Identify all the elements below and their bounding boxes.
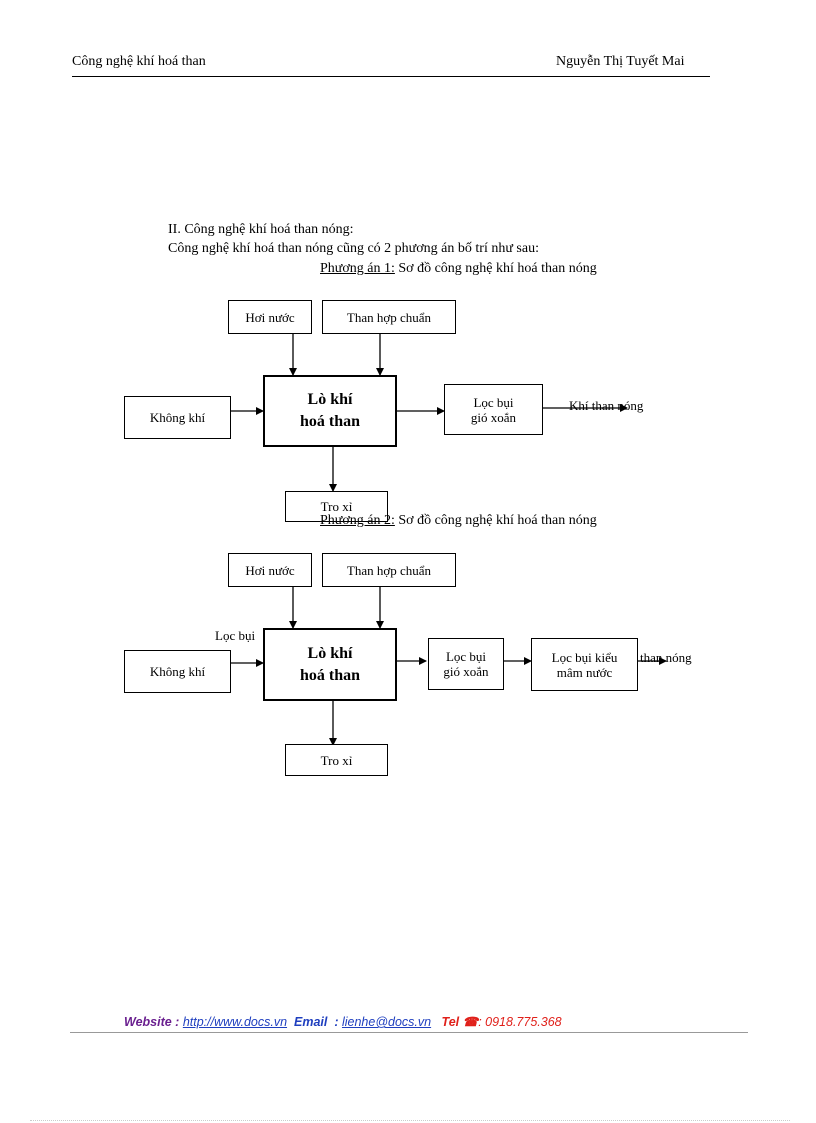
d1-steam-box: Hơi nước bbox=[228, 300, 312, 334]
d1-cyclone-line2: gió xoắn bbox=[470, 409, 517, 425]
d1-gasifier-line2: hoá than bbox=[299, 413, 361, 430]
footer-email-sep: : bbox=[334, 1015, 339, 1029]
option2-caption: Sơ đồ công nghệ khí hoá than nóng bbox=[398, 513, 597, 528]
section-heading: II. Công nghệ khí hoá than nóng: bbox=[168, 222, 354, 237]
d1-cyclone-line1: Lọc bụi bbox=[473, 394, 514, 410]
header-left: Công nghệ khí hoá than bbox=[72, 54, 206, 69]
d2-filter-label: Lọc bụi bbox=[215, 628, 256, 643]
d2-air-box: Không khí bbox=[124, 650, 231, 693]
footer-website-link[interactable]: http://www.docs.vn bbox=[182, 1015, 288, 1029]
d2-scrubber-box: Lọc bụi kiểu mâm nước bbox=[531, 638, 638, 691]
d2-coal-box: Than hợp chuẩn bbox=[322, 553, 456, 587]
d1-gasifier-line1: Lò khí bbox=[307, 391, 353, 408]
d2-gasifier-line1: Lò khí bbox=[307, 644, 353, 662]
option1-caption-line: Phương án 1: Sơ đồ công nghệ khí hoá tha… bbox=[320, 261, 597, 277]
footer-website-label: Website : bbox=[124, 1015, 180, 1029]
d2-scrubber-line1: Lọc bụi kiểu bbox=[551, 649, 618, 665]
d2-gasifier-line2: hoá than bbox=[299, 666, 361, 684]
d2-output-label: than nóng bbox=[640, 650, 692, 665]
d2-cyclone-line2: gió xoắn bbox=[443, 664, 489, 679]
section-intro: Công nghệ khí hoá than nóng cũng có 2 ph… bbox=[168, 241, 539, 256]
d2-scrubber-line2: mâm nước bbox=[556, 664, 613, 680]
option2-label: Phương án 2: bbox=[320, 513, 395, 528]
footer-tel: : 0918.775.368 bbox=[478, 1015, 562, 1029]
footer-tel-label: Tel bbox=[441, 1015, 460, 1029]
header-rule bbox=[72, 76, 710, 77]
d2-ash-box: Tro xỉ bbox=[285, 744, 388, 776]
footer-email-link[interactable]: lienhe@docs.vn bbox=[341, 1015, 432, 1029]
d2-gasifier-box: Lò khí hoá than bbox=[263, 628, 397, 701]
d1-cyclone-box: Lọc bụi gió xoắn bbox=[444, 384, 543, 435]
phone-icon: ☎ bbox=[462, 1015, 479, 1029]
d2-steam-box: Hơi nước bbox=[228, 553, 312, 587]
footer: Website : http://www.docs.vn Email : lie… bbox=[124, 1014, 562, 1029]
option1-label: Phương án 1: bbox=[320, 261, 395, 276]
footer-rule bbox=[70, 1032, 748, 1033]
d2-cyclone-line1: Lọc bụi bbox=[445, 649, 487, 664]
d1-air-box: Không khí bbox=[124, 396, 231, 439]
header-right: Nguyễn Thị Tuyết Mai bbox=[556, 54, 685, 69]
d2-cyclone-box: Lọc bụi gió xoắn bbox=[428, 638, 504, 690]
option1-caption: Sơ đồ công nghệ khí hoá than nóng bbox=[398, 261, 597, 276]
d1-output-label: Khí than nóng bbox=[569, 398, 644, 413]
option2-caption-line: Phương án 2: Sơ đồ công nghệ khí hoá tha… bbox=[320, 513, 597, 529]
d1-gasifier-box: Lò khí hoá than bbox=[263, 375, 397, 447]
d1-ash-box: Tro xỉ bbox=[285, 491, 388, 522]
page-bottom-rule bbox=[30, 1120, 790, 1121]
footer-email-label: Email bbox=[294, 1015, 328, 1029]
d1-coal-box: Than hợp chuẩn bbox=[322, 300, 456, 334]
